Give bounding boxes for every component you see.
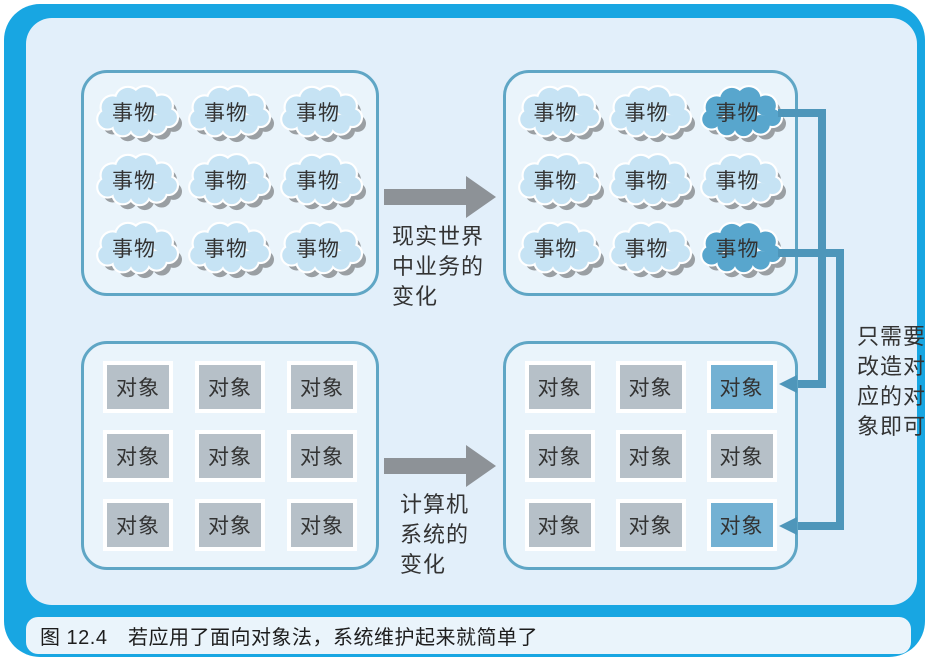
right-arrow-icon: [384, 176, 496, 218]
item-label: 事物: [112, 170, 156, 193]
cloud-icon: [699, 152, 786, 211]
cloud-item: 事物: [278, 84, 366, 146]
cloud-icon: [280, 220, 366, 279]
panel-real-world-after: 事物事物事物事物事物事物事物事物事物: [503, 70, 798, 296]
item-label: 事物: [624, 170, 669, 193]
cloud-item: 事物: [607, 220, 695, 282]
square-item-highlighted: 对象: [706, 498, 777, 551]
cloud-icon: [188, 152, 274, 211]
square-item: 对象: [287, 429, 357, 482]
square-item: 对象: [103, 360, 173, 413]
cloud-icon: [96, 84, 182, 143]
arrow-label-real-world: 现实世界 中业务的 变化: [392, 222, 484, 312]
square-item-highlighted: 对象: [706, 360, 777, 413]
cloud-icon: [96, 152, 182, 211]
item-label: 事物: [624, 102, 669, 125]
square-item: 对象: [524, 498, 595, 551]
side-note-line: 象即可: [857, 414, 927, 439]
cloud-item: 事物: [698, 152, 786, 214]
cloud-item: 事物: [94, 84, 182, 146]
item-label: 事物: [624, 238, 669, 261]
panel-real-world-before: 事物事物事物事物事物事物事物事物事物: [81, 70, 379, 296]
arrow-label-line: 中业务的: [392, 254, 485, 279]
square-item: 对象: [524, 429, 595, 482]
cloud-item: 事物: [278, 152, 366, 214]
cloud-item: 事物: [278, 220, 366, 282]
item-label: 事物: [296, 102, 340, 125]
cloud-icon: [280, 84, 366, 143]
item-label: 事物: [533, 238, 578, 261]
arrow-label-line: 计算机: [400, 492, 470, 517]
square-item: 对象: [615, 498, 686, 551]
cloud-icon: [699, 84, 786, 143]
square-item: 对象: [195, 498, 265, 551]
diagram-area: 事物事物事物事物事物事物事物事物事物 事物事物事物事物事物事物事物事物事物 对象…: [26, 18, 925, 605]
panel-computer-system-before: 对象对象对象对象对象对象对象对象对象: [81, 341, 379, 570]
cloud-icon: [517, 220, 604, 279]
cloud-item: 事物: [607, 84, 695, 146]
square-item: 对象: [195, 360, 265, 413]
cloud-item: 事物: [516, 84, 604, 146]
cloud-item: 事物: [186, 84, 274, 146]
panel-computer-system-after: 对象对象对象对象对象对象对象对象对象: [503, 341, 798, 570]
cloud-icon: [699, 220, 786, 279]
arrow-label-computer-system: 计算机 系统的 变化: [400, 490, 469, 580]
arrow-label-line: 现实世界: [392, 224, 485, 249]
item-label: 事物: [715, 102, 760, 125]
figure-frame: 事物事物事物事物事物事物事物事物事物 事物事物事物事物事物事物事物事物事物 对象…: [4, 4, 925, 657]
cloud-item: 事物: [607, 152, 695, 214]
cloud-icon: [188, 84, 274, 143]
cloud-icon: [188, 220, 274, 279]
cloud-icon: [608, 84, 695, 143]
item-label: 事物: [112, 102, 156, 125]
cloud-icon: [608, 152, 695, 211]
side-note: 只需要 改造对 应的对 象即可: [857, 322, 926, 442]
item-label: 事物: [533, 102, 578, 125]
square-item: 对象: [524, 360, 595, 413]
right-arrow-icon: [384, 445, 496, 487]
square-item: 对象: [615, 429, 686, 482]
cloud-item: 事物: [94, 152, 182, 214]
square-item: 对象: [103, 429, 173, 482]
arrow-label-line: 变化: [400, 552, 447, 577]
caption-bar: 图 12.4 若应用了面向对象法，系统维护起来就简单了: [26, 617, 911, 654]
cloud-item: 事物: [186, 152, 274, 214]
cloud-item-highlighted: 事物: [698, 84, 786, 146]
figure-caption: 图 12.4 若应用了面向对象法，系统维护起来就简单了: [40, 627, 538, 649]
cloud-item: 事物: [516, 152, 604, 214]
item-label: 事物: [296, 170, 340, 193]
square-item: 对象: [615, 360, 686, 413]
cloud-icon: [280, 152, 366, 211]
item-label: 事物: [204, 170, 248, 193]
item-label: 事物: [715, 238, 760, 261]
side-note-line: 改造对: [857, 354, 927, 379]
cloud-icon: [608, 220, 695, 279]
item-label: 事物: [204, 238, 248, 261]
item-label: 事物: [533, 170, 578, 193]
item-label: 事物: [715, 170, 760, 193]
item-label: 事物: [204, 102, 248, 125]
side-note-line: 只需要: [857, 324, 927, 349]
square-item: 对象: [103, 498, 173, 551]
item-label: 事物: [296, 238, 340, 261]
square-item: 对象: [287, 498, 357, 551]
cloud-item: 事物: [516, 220, 604, 282]
cloud-icon: [517, 84, 604, 143]
item-label: 事物: [112, 238, 156, 261]
cloud-item: 事物: [186, 220, 274, 282]
arrow-label-line: 系统的: [400, 522, 470, 547]
cloud-item-highlighted: 事物: [698, 220, 786, 282]
square-item: 对象: [195, 429, 265, 482]
square-item: 对象: [287, 360, 357, 413]
side-note-line: 应的对: [857, 384, 927, 409]
square-item: 对象: [706, 429, 777, 482]
cloud-icon: [517, 152, 604, 211]
cloud-item: 事物: [94, 220, 182, 282]
cloud-icon: [96, 220, 182, 279]
arrow-label-line: 变化: [392, 284, 439, 309]
